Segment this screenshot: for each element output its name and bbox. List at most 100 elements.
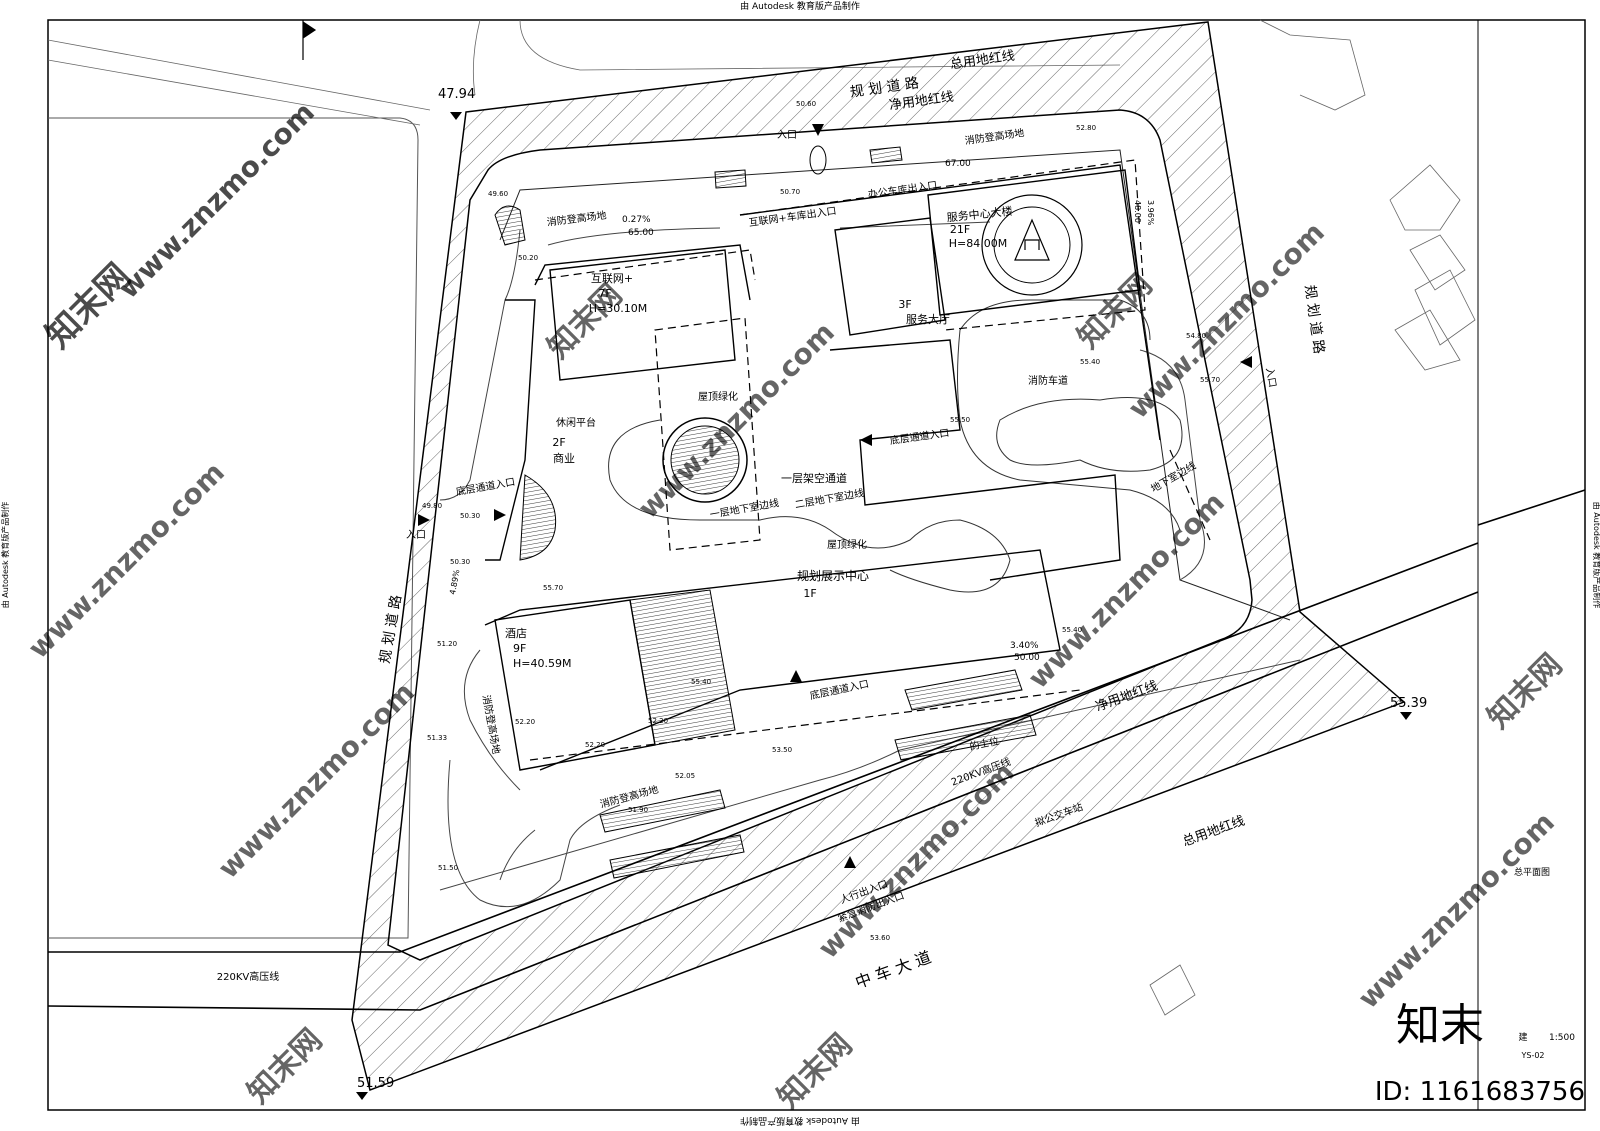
office-garage-label: 办公车库出入口: [867, 178, 938, 201]
znzmo-logo: 知末: [1396, 1000, 1484, 1051]
arrow-right-icon: [418, 514, 430, 526]
tower-name: 服务中心大楼: [946, 204, 1013, 225]
arrow-down-icon: [812, 124, 824, 136]
elevation-text: 65.00: [628, 228, 654, 238]
fire-lane-label: 消防车道: [1028, 374, 1068, 387]
elevation-text: 49.60: [488, 190, 508, 198]
elevation-text: 4.89%: [448, 568, 461, 595]
fire-site-north-label: 消防登高场地: [964, 126, 1025, 147]
watermarks: 知末网 www.znzmo.com www.znzmo.com www.znzm…: [22, 96, 1570, 1116]
elevation-text: 51.90: [628, 806, 648, 814]
elevation-text: 53.60: [870, 934, 890, 942]
elev-nw: 47.94: [438, 87, 475, 102]
roof-garden-curve: [608, 419, 1011, 593]
commercial-name: 商业: [553, 451, 575, 465]
north-stair-curve: [494, 205, 526, 246]
elevation-text: 50.00: [1014, 653, 1040, 663]
image-id: ID: 1161683756: [1375, 1077, 1585, 1107]
arrow-up-icon: [790, 670, 802, 682]
arrow-up-icon: [844, 856, 856, 868]
elevation-text: 48.00: [1133, 200, 1142, 223]
power-lines: [47, 489, 1586, 1011]
elevation-text: 55.50: [950, 416, 970, 424]
side-note-left: 由 Autodesk 教育版产品制作: [0, 502, 10, 608]
atrium-circle: [662, 417, 748, 503]
elevation-text: 50.30: [460, 512, 480, 520]
ground-passage-east-label: 底层通道入口: [889, 426, 950, 447]
entrance-arrows: [418, 124, 1252, 868]
elevation-text: 3.96%: [1146, 200, 1155, 226]
east-wing: [829, 339, 1121, 581]
hall-floors: 3F: [898, 298, 911, 311]
top-note: 由 Autodesk 教育版产品制作: [740, 0, 860, 12]
elevation-text: 55.40: [1080, 358, 1100, 366]
north-context: [472, 19, 1366, 111]
internet-building: [549, 249, 736, 381]
elevation-text: 67.00: [945, 159, 971, 169]
building-internet-labels: 互联网+ 7F H=30.10M: [589, 272, 647, 315]
watermark-text: 知末网: [241, 1022, 329, 1110]
elevation-text: 51.50: [438, 864, 458, 872]
internet-podium: [534, 244, 751, 301]
tower-podium: [739, 164, 1161, 441]
sheet-number: YS-02: [1520, 1051, 1544, 1060]
watermark-text: www.znzmo.com: [632, 316, 841, 525]
hotel-floors: 9F: [513, 642, 526, 655]
hotel-building: [494, 599, 656, 771]
fire-lane-loop: [957, 299, 1181, 531]
elevation-text: 52.80: [1076, 124, 1096, 132]
leisure-label: 休闲平台: [556, 416, 596, 429]
elevation-text: 50.60: [796, 100, 816, 108]
internet-height: H=30.10M: [589, 302, 647, 315]
fire-site-west-label: 消防登高场地: [480, 694, 503, 755]
hotel-courtyard-hatch: [629, 589, 736, 746]
internet-floors: 7F: [598, 287, 611, 300]
elevation-text: 55.70: [543, 584, 563, 592]
elevation-text: 0.27%: [622, 215, 651, 225]
basement-2-label: 二层地下室边线: [794, 486, 865, 511]
elevation-text: 50.20: [518, 254, 538, 262]
watermark-text: www.znzmo.com: [112, 96, 321, 305]
arrow-left-icon: [860, 434, 872, 446]
watermark-text: www.znzmo.com: [22, 456, 231, 665]
drawing-border: [47, 19, 1586, 1111]
elevation-text: 55.70: [1200, 376, 1220, 384]
scale: 1:500: [1549, 1033, 1575, 1043]
corner-markers: [356, 112, 1412, 1100]
atrium-inner: [670, 425, 740, 495]
elevation-text: 53.50: [772, 746, 792, 754]
entrance-north-label: 入口: [777, 130, 797, 141]
elevation-text: 52.20: [515, 718, 535, 726]
exhibition-name: 规划展示中心: [797, 568, 869, 583]
basement-east-label: 地下室边线: [1148, 459, 1198, 495]
tower-height: H=84.00M: [949, 237, 1007, 250]
elevation-text: 51.33: [427, 734, 447, 742]
east-context-buildings: [1149, 164, 1476, 1016]
road-south-label: 中 车 大 道: [853, 947, 934, 992]
landscape-garden: [996, 397, 1183, 472]
elevation-text: 55.40: [691, 678, 711, 686]
entrance-west-label: 入口: [406, 530, 426, 541]
elevation-text: 52.20: [585, 741, 605, 749]
arrow-right-icon: [494, 509, 506, 521]
spot-elevations: 50.60 52.80 67.00 49.60 50.70 65.00 0.27…: [422, 100, 1220, 942]
fire-site-nw-label: 消防登高场地: [546, 208, 607, 228]
entrance-east-label: 入口: [1263, 367, 1277, 389]
total-red-line-band: [351, 21, 1406, 1091]
hotel-name: 酒店: [505, 626, 527, 640]
commercial-wing: [485, 299, 536, 561]
tower-core-outer: [981, 194, 1083, 296]
service-tower: [927, 169, 1141, 316]
elevation-text: 55.40: [1062, 626, 1082, 634]
north-flag-icon: [302, 20, 317, 60]
road-east-label: 规 划 道 路: [1301, 284, 1326, 355]
tower-core-inner: [993, 206, 1071, 284]
elevation-text: 49.80: [422, 502, 442, 510]
tower-core-mark: [1014, 218, 1050, 261]
ground-passage-west-label: 底层通道入口: [455, 475, 516, 498]
side-note: 由 Autodesk 教育版产品制作: [1592, 502, 1600, 608]
total-red-line-south: 总用地红线: [1180, 813, 1247, 850]
hotel-height: H=40.59M: [513, 657, 571, 670]
watermark-text: 知末网: [1481, 647, 1569, 735]
